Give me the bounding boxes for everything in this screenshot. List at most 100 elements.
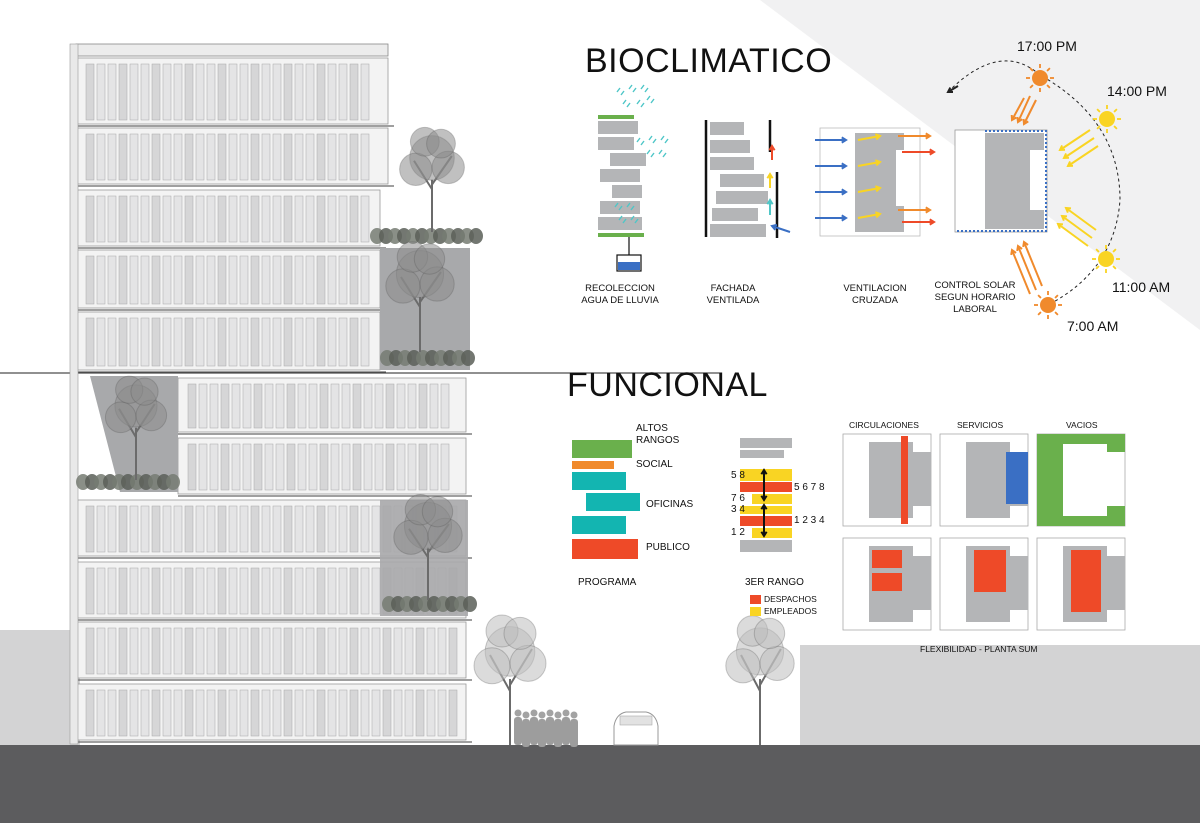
ray-11-1-head — [1064, 206, 1072, 214]
louver-9-7 — [162, 627, 172, 675]
louver-9-28 — [393, 627, 403, 675]
sun-ray-1-7 — [1113, 108, 1118, 113]
louver-8-2 — [107, 567, 117, 615]
louver-8-0 — [85, 567, 95, 615]
louver-10-6 — [151, 689, 161, 737]
louver-8-15 — [250, 567, 260, 615]
louver-1-15 — [250, 133, 260, 181]
sidewalk-right — [800, 645, 1200, 745]
solar-caption: CONTROL SOLAR SEGUN HORARIO LABORAL — [920, 280, 1030, 316]
louver-4-0 — [85, 317, 95, 367]
louver-7-1 — [96, 505, 106, 553]
louver-0-20 — [305, 63, 315, 121]
person-body-0 — [514, 717, 522, 745]
louver-10-27 — [382, 689, 392, 737]
louver-8-6 — [151, 567, 161, 615]
street-tree-a-foliage-1 — [473, 647, 511, 685]
sun-ray-2-3 — [1095, 265, 1100, 270]
louver-10-7 — [162, 689, 172, 737]
louver-0-9 — [184, 63, 194, 121]
sun-2 — [1098, 251, 1114, 267]
facade-arrow-in-head — [770, 223, 778, 231]
louver-6-17 — [374, 443, 384, 491]
louver-10-29 — [404, 689, 414, 737]
vent-blue-1-head — [841, 162, 848, 170]
louver-3-6 — [151, 255, 161, 305]
facade-floor-5 — [712, 208, 758, 221]
flex-col-servicios: SERVICIOS — [957, 420, 1004, 430]
louver-6-16 — [363, 443, 373, 491]
rain-floor-4 — [612, 185, 642, 198]
louver-5-4 — [231, 383, 241, 429]
louver-2-18 — [283, 195, 293, 243]
program-title: PROGRAMA — [578, 577, 637, 588]
louver-9-6 — [151, 627, 161, 675]
program-level-altos: ALTOS RANGOS — [636, 423, 679, 447]
louver-4-21 — [316, 317, 326, 367]
louver-6-1 — [198, 443, 208, 491]
louver-8-11 — [206, 567, 216, 615]
ray-11-2-shaft — [1057, 223, 1089, 247]
raindrop-4-1 — [640, 102, 645, 108]
facade-caption-line-1: FACHADA — [710, 283, 756, 294]
louver-7-11 — [206, 505, 216, 553]
louver-9-3 — [118, 627, 128, 675]
louver-4-20 — [305, 317, 315, 367]
louver-1-11 — [206, 133, 216, 181]
vent-yellow-0-head — [874, 133, 882, 141]
program-block-4 — [572, 516, 626, 534]
louver-0-3 — [118, 63, 128, 121]
louver-3-0 — [85, 255, 95, 305]
sun-ray-0-3 — [1029, 84, 1034, 89]
raindrop-1-0 — [628, 84, 633, 90]
facade-arrow-up-3-head — [768, 144, 776, 151]
louver-1-24 — [349, 133, 359, 181]
raindrop-7-0 — [648, 135, 653, 141]
rank-block-1 — [740, 450, 784, 458]
sun-ray-1-3 — [1096, 125, 1101, 130]
vent-caption: VENTILACION CRUZADA — [825, 283, 925, 307]
louver-1-18 — [283, 133, 293, 181]
person-head-6 — [562, 709, 570, 717]
louver-2-15 — [250, 195, 260, 243]
terrace-shrub-d-9 — [463, 596, 477, 612]
louver-2-17 — [272, 195, 282, 243]
street-tree-b-foliage-1 — [725, 648, 761, 684]
vent-out-1-head — [929, 148, 936, 156]
louver-0-0 — [85, 63, 95, 121]
facade-floor-6 — [710, 224, 766, 237]
louver-6-10 — [297, 443, 307, 491]
flex-red-a1 — [872, 550, 902, 568]
louver-4-2 — [107, 317, 117, 367]
louver-4-25 — [360, 317, 370, 367]
louver-6-3 — [220, 443, 230, 491]
ray-17-2-head — [1010, 114, 1017, 122]
louver-10-8 — [173, 689, 183, 737]
person-head-0 — [514, 709, 522, 717]
louver-8-19 — [294, 567, 304, 615]
louver-1-22 — [327, 133, 337, 181]
louver-10-21 — [316, 689, 326, 737]
terrace-tree-a-foliage-4 — [426, 128, 456, 159]
legend-swatch-despachos — [750, 595, 761, 604]
louver-2-0 — [85, 195, 95, 243]
facade-floor-0 — [710, 122, 744, 135]
louver-5-6 — [253, 383, 263, 429]
louver-1-5 — [140, 133, 150, 181]
louver-7-21 — [316, 505, 326, 553]
ray-14-1-head — [1066, 161, 1074, 168]
rank-block-7 — [752, 528, 792, 538]
facade-arrow-up-2-head — [766, 172, 774, 179]
louver-5-8 — [275, 383, 285, 429]
louver-10-15 — [250, 689, 260, 737]
louver-5-17 — [374, 383, 384, 429]
louver-5-15 — [352, 383, 362, 429]
rank-block-6 — [740, 516, 792, 526]
flex-caption: FLEXIBILIDAD - PLANTA SUM — [920, 644, 1038, 654]
solar-caption-line-2: SEGUN HORARIO — [934, 292, 1016, 303]
louver-1-3 — [118, 133, 128, 181]
rain-caption: RECOLECCION AGUA DE LLUVIA — [570, 283, 670, 307]
rank-block-8 — [740, 540, 792, 552]
